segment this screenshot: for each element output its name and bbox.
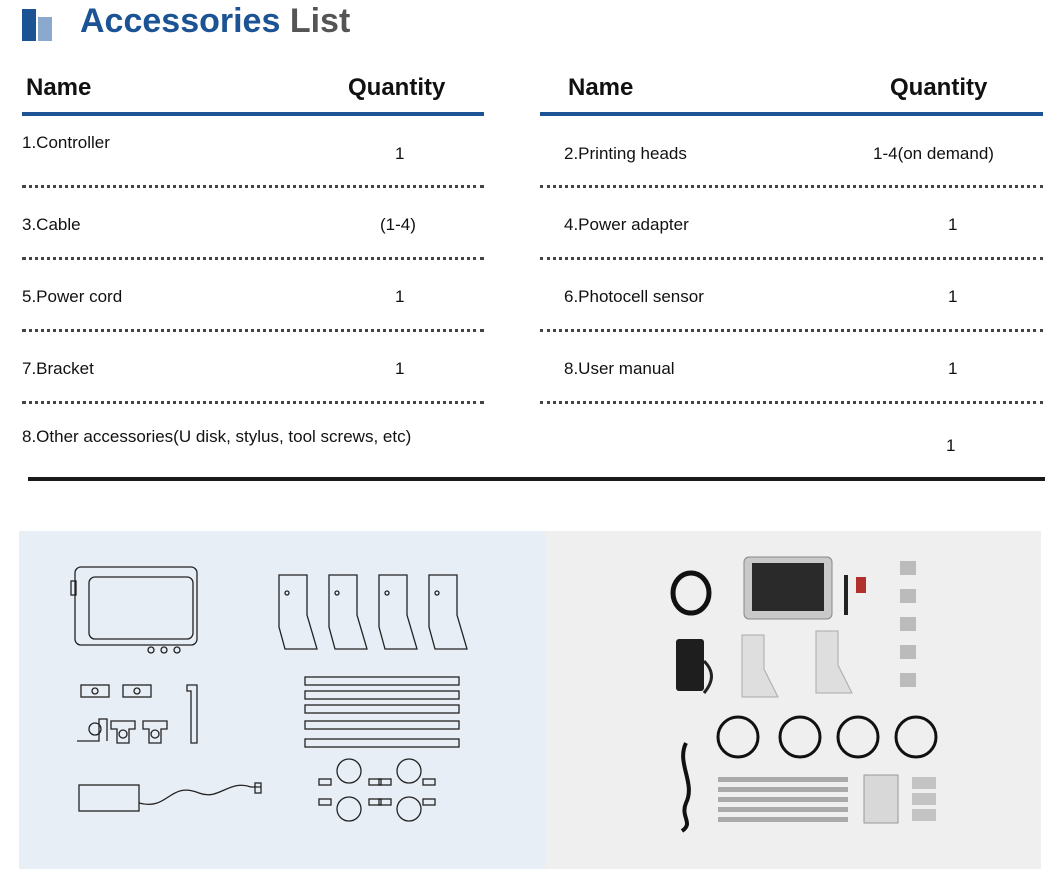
title-bar-icon bbox=[22, 9, 58, 41]
title-word-list: List bbox=[289, 2, 351, 40]
table-row: 2.Printing heads 1-4(on demand) bbox=[540, 116, 1043, 188]
page-title: Accessories List bbox=[80, 0, 350, 42]
controller-drawing bbox=[70, 566, 198, 654]
column-header-quantity: Quantity bbox=[348, 74, 446, 101]
item-quantity: 1 bbox=[948, 215, 958, 234]
table-header: Name Quantity bbox=[22, 66, 484, 116]
column-header-name: Name bbox=[568, 74, 634, 101]
item-name: 7.Bracket bbox=[22, 359, 94, 378]
printing-heads-drawing bbox=[278, 574, 468, 650]
item-name: 8.Other accessories(U disk, stylus, tool… bbox=[22, 427, 412, 446]
accessories-line-drawing bbox=[19, 531, 546, 869]
table-row: 3.Cable (1-4) bbox=[22, 188, 484, 260]
rails-drawing bbox=[304, 676, 460, 748]
item-name: 2.Printing heads bbox=[564, 144, 687, 163]
table-row: 1.Controller 1 bbox=[22, 116, 484, 188]
item-quantity: 1 bbox=[395, 287, 405, 306]
item-quantity: 1 bbox=[395, 144, 405, 163]
table-row: 8.Other accessories(U disk, stylus, tool… bbox=[22, 404, 955, 476]
table-row: 4.Power adapter 1 bbox=[540, 188, 1043, 260]
table-row: 8.User manual 1 bbox=[540, 332, 1043, 404]
table-header: Name Quantity bbox=[540, 66, 1043, 116]
accessories-photo bbox=[546, 531, 1041, 869]
item-name: 6.Photocell sensor bbox=[564, 287, 704, 306]
column-header-quantity: Quantity bbox=[890, 74, 988, 101]
item-name: 1.Controller bbox=[22, 133, 110, 152]
table-row: 7.Bracket 1 bbox=[22, 332, 484, 404]
table-row: 5.Power cord 1 bbox=[22, 260, 484, 332]
bracket-drawing bbox=[77, 684, 198, 744]
item-quantity: 1 bbox=[948, 359, 958, 378]
item-name: 5.Power cord bbox=[22, 287, 123, 306]
cables-drawing bbox=[318, 758, 436, 822]
item-quantity: (1-4) bbox=[380, 215, 416, 234]
table-row: 6.Photocell sensor 1 bbox=[540, 260, 1043, 332]
power-adapter-drawing bbox=[78, 782, 262, 812]
item-name: 3.Cable bbox=[22, 215, 81, 234]
item-quantity: 1 bbox=[948, 287, 958, 306]
item-quantity: 1 bbox=[946, 436, 956, 455]
column-header-name: Name bbox=[26, 74, 92, 101]
item-quantity: 1 bbox=[395, 359, 405, 378]
accessories-table-right: Name Quantity 2.Printing heads 1-4(on de… bbox=[540, 66, 1043, 404]
item-name: 4.Power adapter bbox=[564, 215, 689, 234]
section-divider bbox=[28, 477, 1045, 481]
accessories-table-left: Name Quantity 1.Controller 1 3.Cable (1-… bbox=[22, 66, 955, 476]
item-quantity: 1-4(on demand) bbox=[873, 144, 994, 163]
item-name: 8.User manual bbox=[564, 359, 675, 378]
title-word-accessories: Accessories bbox=[80, 2, 281, 40]
